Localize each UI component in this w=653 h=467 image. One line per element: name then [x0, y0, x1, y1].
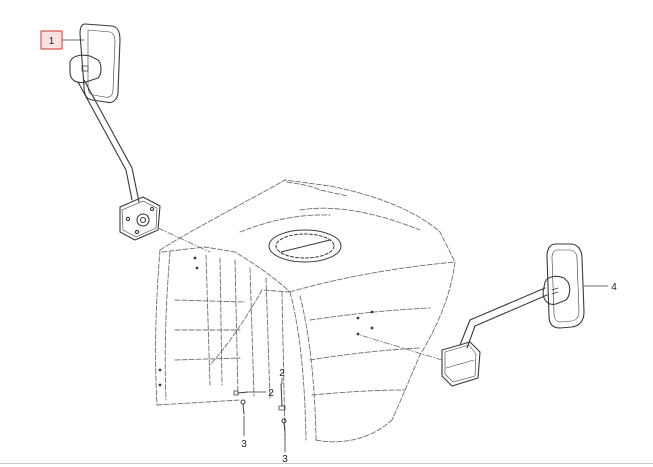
callout-2b[interactable]: 2	[279, 368, 285, 379]
callout-3b[interactable]: 3	[282, 454, 288, 465]
callout-1[interactable]: 1	[49, 36, 55, 47]
right-mirror-head	[542, 275, 571, 305]
bottom-divider	[0, 463, 653, 464]
right-mirror-glass	[546, 243, 585, 329]
mount-holes	[158, 256, 374, 387]
left-mirror-glass	[79, 23, 121, 104]
callout-1-highlight	[40, 30, 63, 50]
roof-hatch	[268, 229, 342, 263]
left-mirror-bracket	[119, 196, 161, 241]
left-mirror-assembly	[69, 23, 161, 241]
bolt-2b	[280, 383, 283, 407]
right-mirror-assembly	[441, 243, 585, 387]
left-mirror-arm	[77, 79, 140, 203]
screw-3a	[242, 403, 245, 415]
cab-roof-outline	[155, 179, 456, 443]
left-mirror-head	[69, 54, 102, 84]
right-mirror-arm	[459, 287, 548, 349]
leader-lines	[61, 39, 609, 453]
callout-labels: 1 2 2 3 3 4	[49, 36, 618, 465]
right-mirror-bracket	[441, 341, 481, 387]
fasteners	[233, 383, 287, 433]
screw-3b	[283, 422, 286, 433]
bolt-2a	[237, 391, 249, 394]
callout-2a[interactable]: 2	[268, 388, 274, 399]
callout-4[interactable]: 4	[611, 282, 617, 293]
callout-3a[interactable]: 3	[241, 439, 247, 450]
